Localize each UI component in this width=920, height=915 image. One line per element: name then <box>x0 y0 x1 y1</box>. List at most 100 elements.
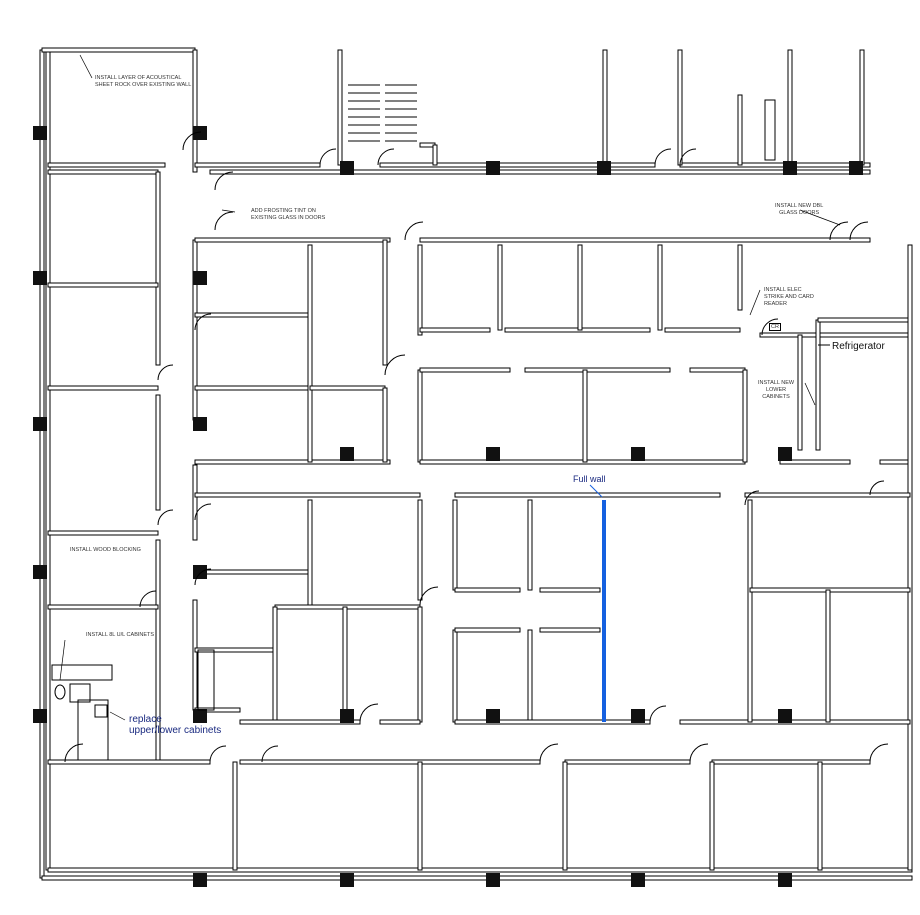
wall <box>787 49 793 166</box>
wall <box>859 49 865 166</box>
wall <box>47 604 159 610</box>
wall <box>419 237 871 243</box>
wall <box>194 312 311 318</box>
wall <box>879 459 911 465</box>
wall <box>342 606 348 723</box>
wall <box>497 244 503 331</box>
wall <box>689 367 746 373</box>
column <box>33 417 47 431</box>
wall <box>194 459 391 465</box>
wall <box>47 385 159 391</box>
wall <box>337 49 343 166</box>
note-frosting: ADD FROSTING TINT ON EXISTING GLASS IN D… <box>251 208 326 221</box>
door-swing <box>849 221 869 241</box>
wall <box>379 162 656 168</box>
door-swing <box>869 480 885 496</box>
wall <box>47 867 913 873</box>
shower-icon <box>69 683 91 703</box>
column <box>486 161 500 175</box>
wall <box>192 49 198 173</box>
door-swing <box>679 148 697 166</box>
column <box>193 709 207 723</box>
full-wall-leader <box>589 484 603 498</box>
wall <box>452 499 458 591</box>
wall <box>382 387 388 463</box>
wall <box>815 319 821 451</box>
wall <box>47 759 211 765</box>
wall <box>47 162 166 168</box>
door-swing <box>139 590 157 608</box>
wall <box>47 169 159 175</box>
wall <box>657 244 663 331</box>
wall <box>577 244 583 331</box>
door-swing <box>761 318 779 336</box>
column <box>33 709 47 723</box>
note-ul-cabinets: INSTALL 8L U/L CABINETS <box>86 632 155 638</box>
wall <box>309 385 386 391</box>
cabinet-run <box>77 699 109 761</box>
wall <box>454 719 651 725</box>
leader-line <box>221 209 236 213</box>
full-wall-label: Full wall <box>573 474 606 484</box>
wall <box>417 244 423 336</box>
door-swing <box>419 586 439 606</box>
wall <box>417 606 423 723</box>
column <box>597 161 611 175</box>
door-swing <box>384 354 406 376</box>
wall <box>47 530 159 536</box>
column <box>486 873 500 887</box>
wall <box>759 332 911 338</box>
wall <box>419 327 491 333</box>
door-swing <box>157 364 174 381</box>
wall <box>41 875 913 881</box>
wall <box>417 499 423 601</box>
column <box>193 271 207 285</box>
full-wall-highlight <box>602 500 606 722</box>
wall <box>744 492 911 498</box>
wall <box>737 244 743 311</box>
column <box>340 161 354 175</box>
counter <box>51 664 113 681</box>
wall <box>817 761 823 871</box>
column <box>849 161 863 175</box>
wall <box>564 759 691 765</box>
column <box>340 447 354 461</box>
wall <box>194 569 311 575</box>
column <box>631 873 645 887</box>
wall <box>417 761 423 871</box>
note-card-reader: INSTALL ELEC STRIKE AND CARD READER <box>764 287 814 307</box>
column <box>33 565 47 579</box>
column <box>486 709 500 723</box>
wall <box>194 492 421 498</box>
leader-line <box>804 382 816 406</box>
wall <box>454 627 521 633</box>
door-swing <box>539 743 559 763</box>
wall <box>711 759 871 765</box>
door-swing <box>157 509 174 526</box>
wall <box>41 47 196 53</box>
wall <box>155 171 161 366</box>
wall <box>452 629 458 723</box>
wall <box>417 369 423 463</box>
wall <box>539 627 601 633</box>
door-swing <box>319 148 337 166</box>
door-swing <box>64 743 84 763</box>
column <box>193 126 207 140</box>
column <box>33 271 47 285</box>
wall <box>194 385 311 391</box>
wall <box>419 367 511 373</box>
wall <box>907 244 913 871</box>
wall <box>454 492 721 498</box>
door-swing <box>654 148 672 166</box>
column <box>631 447 645 461</box>
refrigerator-label: Refrigerator <box>832 341 885 352</box>
wall <box>524 367 671 373</box>
wall <box>677 49 683 166</box>
column <box>778 447 792 461</box>
column <box>631 709 645 723</box>
leader-line <box>749 289 761 316</box>
column <box>193 417 207 431</box>
wall <box>194 237 391 243</box>
column <box>33 126 47 140</box>
